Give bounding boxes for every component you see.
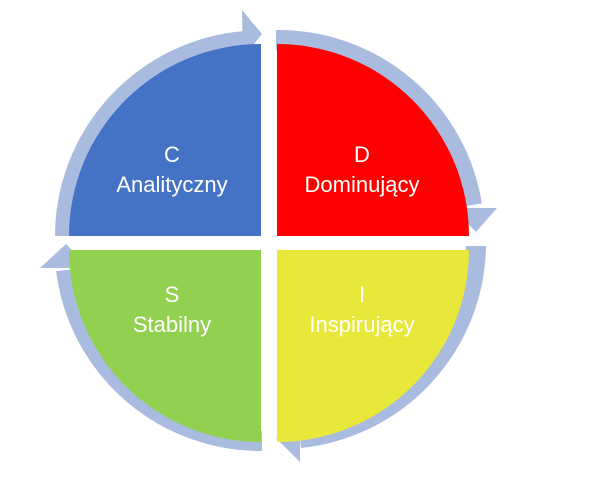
quadrant-c: [69, 44, 261, 236]
quadrant-d: [277, 44, 469, 236]
arrow-arc-top-right: [275, 29, 482, 207]
quadrant-s-name: Stabilny: [133, 312, 211, 337]
quadrant-d-name: Dominujący: [305, 172, 420, 197]
arrow-arc-top-left: [55, 31, 246, 237]
quadrant-s-letter: S: [165, 282, 180, 307]
quadrant-c-letter: C: [164, 142, 180, 167]
quadrant-labels: C Analityczny D Dominujący I Inspirujący…: [116, 142, 419, 337]
quadrant-i-name: Inspirujący: [309, 312, 414, 337]
quadrant-i: [277, 250, 469, 442]
quadrant-d-letter: D: [354, 142, 370, 167]
quadrants: [69, 44, 469, 442]
quadrant-c-name: Analityczny: [116, 172, 227, 197]
quadrant-i-letter: I: [359, 282, 365, 307]
quadrant-s: [69, 250, 261, 442]
